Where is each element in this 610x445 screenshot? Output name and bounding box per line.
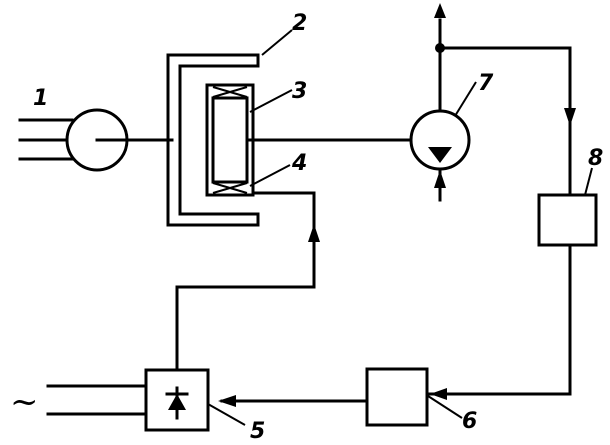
leader-4 [249,164,291,187]
rotor-core [211,96,249,184]
rectifier-5 [46,368,210,432]
label-4: 4 [291,151,307,176]
signal-line-to-regulator [428,243,572,396]
label-5: 5 [250,419,265,444]
sensor-box-8 [537,193,598,247]
winding-cross-top [212,86,248,98]
rotor-3 [205,83,414,197]
leader-3 [249,89,293,113]
winding-arrow-up [308,224,320,242]
leader-8 [584,167,593,196]
regulator-box-6 [365,367,429,427]
rectifier-arrow-left [218,395,236,407]
pressure-line-to-sensor [438,46,572,197]
inlet-arrow-up [434,170,446,188]
label-2: 2 [292,11,307,36]
leader-2 [261,29,293,56]
label-1: 1 [33,86,48,111]
casing-outer [166,53,260,227]
diode-triangle [168,394,186,410]
sensor-arrow-down [564,108,576,126]
label-7: 7 [478,71,494,96]
label-6: 6 [462,409,477,434]
casing-2 [166,53,260,227]
label-8: 8 [588,146,603,171]
excitation-line-to-winding [175,191,316,372]
outlet-arrow-up [434,3,446,18]
casing-inner [178,64,260,216]
leader-7 [454,81,477,117]
generator-1 [18,108,174,172]
regulator-arrow-left [430,388,447,400]
leader-5 [207,403,246,426]
winding-4-cross-bottom [212,182,248,194]
pump-triangle [428,147,452,163]
leader-6 [427,395,463,419]
ac-symbol: ~ [10,382,39,422]
label-3: 3 [292,79,307,104]
pump-7 [409,3,471,202]
